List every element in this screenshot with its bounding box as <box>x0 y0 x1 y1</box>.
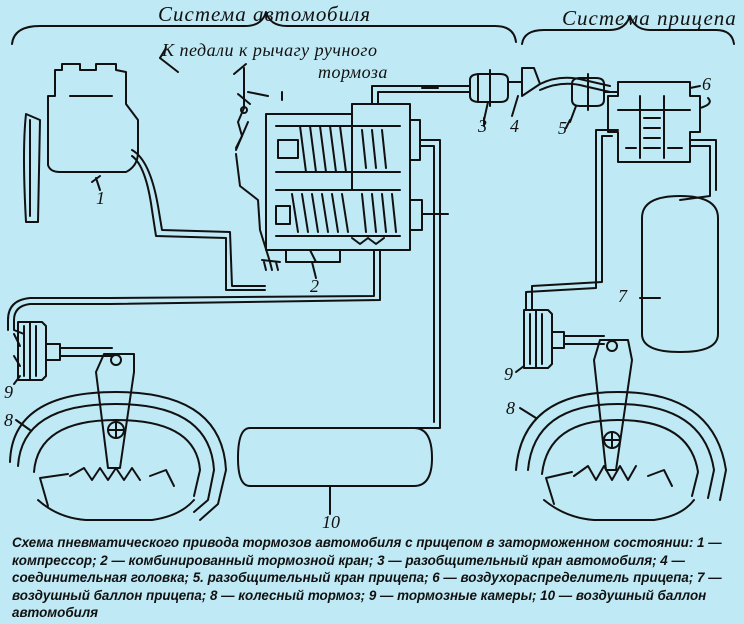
callout-3: 3 <box>478 116 487 136</box>
leader-9-left <box>13 375 21 385</box>
combined-brake-valve <box>265 103 423 263</box>
leader-1 <box>95 177 101 191</box>
callout-6: 6 <box>702 74 711 94</box>
vehicle-disconnect-valve <box>469 69 523 121</box>
callout-1: 1 <box>96 188 105 208</box>
leader-5 <box>565 119 571 129</box>
tank-supply-line <box>413 139 441 429</box>
callout-2: 2 <box>310 276 319 296</box>
leader-8-right <box>519 407 537 419</box>
callout-5: 5 <box>558 118 567 138</box>
vehicle-system-brace <box>11 11 517 45</box>
trailer-system-brace <box>521 15 735 45</box>
callout-8-left: 8 <box>4 410 13 430</box>
callout-9-right: 9 <box>504 364 513 384</box>
trailer-air-tank <box>641 195 719 353</box>
trailer-system-header: Система прицепа <box>562 6 737 30</box>
control-line <box>371 85 471 105</box>
trailer-air-distributor <box>607 81 711 163</box>
leader-6 <box>689 85 701 89</box>
left-wheel-brake <box>9 353 227 521</box>
callout-9-left: 9 <box>4 382 13 402</box>
pedal-label-line1: К педали к рычагу ручного <box>162 40 378 60</box>
pedal-label-line2: тормоза <box>318 62 388 82</box>
left-chamber-line <box>13 249 381 335</box>
compressor <box>23 63 139 223</box>
callout-8-right: 8 <box>506 398 515 418</box>
compressor-discharge-line <box>131 149 266 287</box>
diagram-caption: Схема пневматического привода тормозов а… <box>12 535 722 621</box>
callout-4: 4 <box>510 116 519 136</box>
vehicle-system-header: Система автомобиля <box>158 2 372 26</box>
trailer-chamber-line <box>525 129 619 311</box>
coupling-head <box>511 67 611 117</box>
callout-10: 10 <box>322 512 340 532</box>
trailer-disconnect-valve <box>569 73 619 123</box>
right-brake-chamber <box>523 309 605 369</box>
right-wheel-brake <box>515 339 727 521</box>
leader-2 <box>311 261 317 279</box>
trailer-tank-line <box>679 145 711 201</box>
callout-7: 7 <box>618 286 627 306</box>
leader-9-right <box>515 365 525 373</box>
vehicle-air-tank <box>237 427 433 487</box>
leader-8-left <box>15 419 31 431</box>
pedal-linkage <box>159 47 283 271</box>
